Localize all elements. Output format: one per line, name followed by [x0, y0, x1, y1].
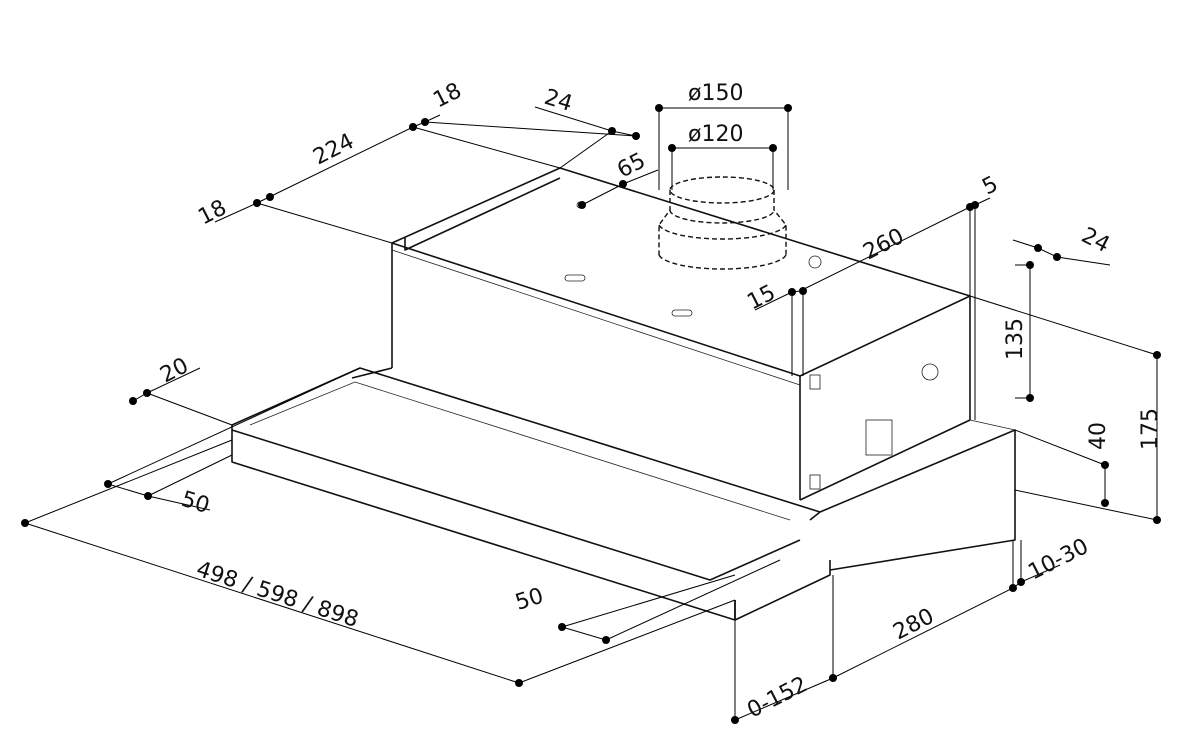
dimension-labels: 18 224 18 24 ø150 ø120 65 5 260 15 24 13…	[156, 78, 1163, 723]
label-offset-24: 24	[541, 85, 575, 117]
label-range-0-152: 0-152	[743, 672, 811, 723]
label-left-50: 50	[178, 487, 212, 519]
label-depth-260: 260	[859, 224, 908, 265]
label-right-5: 5	[978, 172, 1002, 201]
label-left-18: 18	[194, 195, 230, 230]
label-range-10-30: 10-30	[1024, 534, 1092, 585]
label-front-20: 20	[156, 353, 192, 388]
label-224: 224	[309, 129, 358, 170]
label-height-175: 175	[1138, 408, 1163, 450]
label-top-left-18: 18	[429, 78, 465, 113]
label-bottom-50: 50	[512, 584, 546, 616]
label-duct-150: ø150	[688, 81, 743, 106]
hood-body	[231, 167, 1016, 621]
label-offset-65: 65	[613, 148, 649, 183]
label-depth-280: 280	[889, 604, 938, 645]
label-offset-15: 15	[743, 280, 779, 315]
label-right-24: 24	[1077, 223, 1113, 258]
label-duct-120: ø120	[688, 122, 743, 147]
duct-collar	[658, 176, 787, 270]
label-height-40: 40	[1086, 422, 1111, 450]
dimension-lines	[21, 104, 1161, 724]
label-height-135: 135	[1003, 318, 1028, 360]
label-total-width: 498 / 598 / 898	[193, 557, 361, 633]
